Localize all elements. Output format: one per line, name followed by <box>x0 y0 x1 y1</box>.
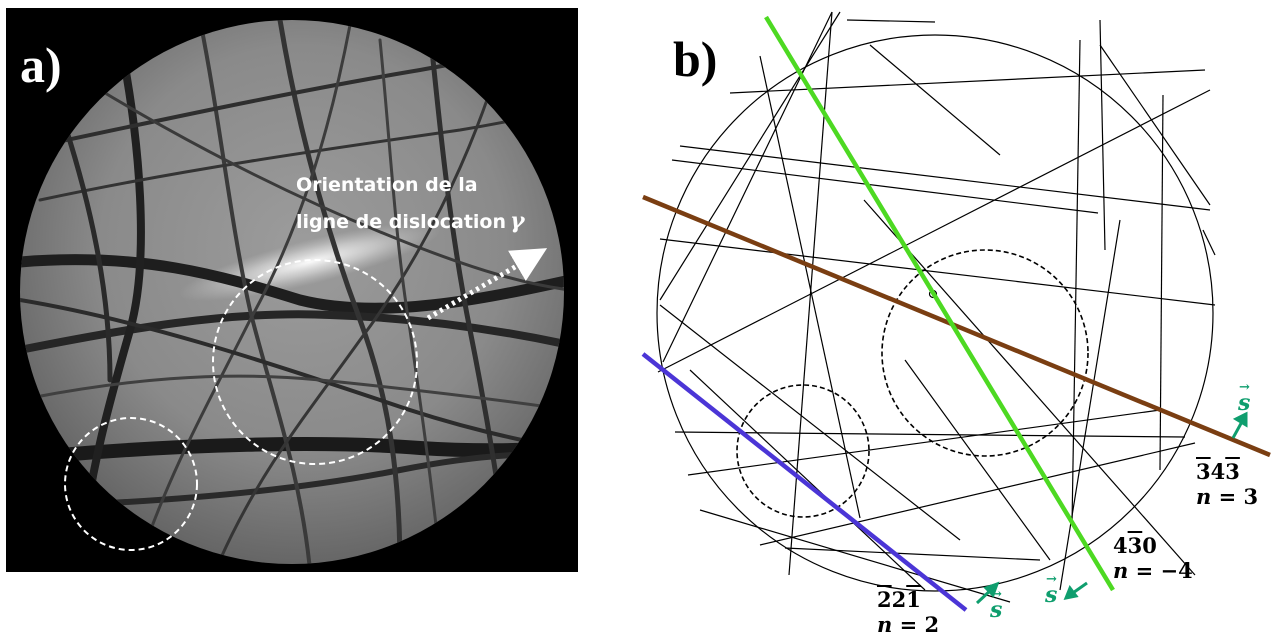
blue-line-index: 221 <box>877 588 921 612</box>
blue-line-n: n = 2 <box>877 613 939 637</box>
panel-b-schematic <box>641 11 1271 612</box>
panel-a-label: a) <box>20 37 62 93</box>
dashed-circle-small <box>736 384 870 518</box>
s-symbol: s <box>1238 390 1251 416</box>
index-digit: 4 <box>1113 533 1128 558</box>
annotation-line-2-text: ligne de dislocation <box>296 211 507 233</box>
green-trace-line <box>764 15 1115 592</box>
panel-a-micrograph <box>6 8 578 572</box>
blue-s-vector: →s <box>990 587 1003 623</box>
index-digit: 3 <box>1127 533 1143 558</box>
index-digit: 0 <box>1142 533 1157 558</box>
s-symbol: s <box>1045 582 1058 608</box>
index-digit: 3 <box>1196 459 1211 484</box>
panel-b-label: b) <box>673 31 718 87</box>
brown-line-index: 343 <box>1196 460 1240 484</box>
n-variable: n <box>1113 558 1129 583</box>
region-circle-large <box>212 259 418 465</box>
green-line-n: n = −4 <box>1113 559 1193 583</box>
brown-trace-line <box>642 194 1271 458</box>
blue-trace-line <box>641 352 968 612</box>
n-value: = 2 <box>892 612 940 637</box>
dashed-circle-large <box>881 249 1089 457</box>
brown-s-vector: →s <box>1238 380 1251 416</box>
n-value: = 3 <box>1211 484 1259 509</box>
region-circle-small <box>64 417 198 551</box>
n-variable: n <box>877 612 893 637</box>
green-line-index: 430 <box>1113 534 1157 558</box>
s-arrows <box>975 411 1248 605</box>
annotation-line-1: Orientation de la <box>296 174 478 196</box>
brown-line-n: n = 3 <box>1196 485 1258 509</box>
n-value: = −4 <box>1128 558 1193 583</box>
index-digit: 4 <box>1210 459 1226 484</box>
s-symbol: s <box>990 597 1003 623</box>
index-digit: 1 <box>906 587 921 612</box>
gamma-symbol: γ <box>510 208 525 234</box>
index-digit: 2 <box>891 587 907 612</box>
boundary-circle <box>656 34 1214 592</box>
index-digit: 2 <box>877 587 892 612</box>
green-s-vector: →s <box>1045 572 1058 608</box>
thin-lines <box>657 11 1216 603</box>
orientation-arrow <box>426 248 548 321</box>
n-variable: n <box>1196 484 1212 509</box>
index-digit: 3 <box>1225 459 1240 484</box>
